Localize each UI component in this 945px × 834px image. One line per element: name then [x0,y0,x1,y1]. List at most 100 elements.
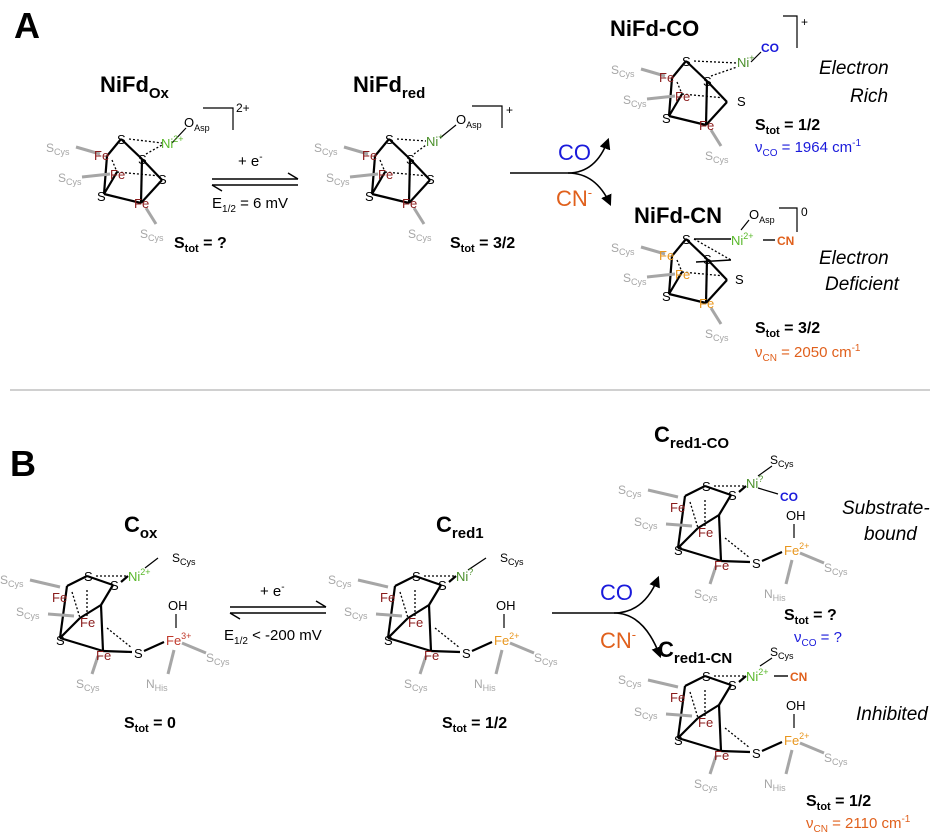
ni-label: Ni2+ [128,567,151,584]
cn-frequency: νCN = 2110 cm-1 [806,814,911,834]
spin-state: Stot = 3/2 [450,235,515,255]
spin-state: Stot = 3/2 [755,320,820,340]
scys-label: SCys [76,677,100,693]
reduction-electron-label: + e- [238,152,263,170]
s-label: S [737,94,746,109]
ni-label: Ni+ [737,53,755,70]
fe-label: Fe [699,118,714,133]
fe-label: Fe [670,690,685,705]
s-label: S [426,172,435,187]
cn-frequency: νCN = 2050 cm-1 [755,343,861,364]
s-label: S [682,54,691,69]
fe-label: Fe2+ [494,631,519,648]
s-label: S [703,252,712,267]
nifd-co-structure: NiFd-CO S S S S Fe Fe Fe Ni+ [610,15,889,165]
co-frequency: νCO = 1964 cm-1 [755,138,861,159]
scys-label: SCys [694,587,718,603]
c-red1-co-structure: Cred1-CO S [618,422,930,649]
s-label: S [56,633,65,648]
s-label: S [138,152,147,167]
fe-label: Fe [670,500,685,515]
oh-label: OH [786,508,806,523]
scys-label: SCys [206,651,230,667]
co-ligand: CO [761,41,779,55]
reduction-electron-label: + e- [260,582,285,600]
reduction-potential-label: E1/2 = 6 mV [212,195,288,215]
reduction-potential-label: E1/2 < -200 mV [224,627,322,647]
fe-label: Fe [96,648,111,663]
nifd-red-title: NiFdred [353,72,425,102]
oasp-label: OAsp [184,115,210,133]
s-label: S [385,132,394,147]
scys-label: SCys [634,515,658,531]
s-label: S [110,578,119,593]
fe-label: Fe [698,715,713,730]
scys-label: SCys [344,605,368,621]
s-label: S [702,669,711,684]
scys-label: SCys [408,227,432,243]
nifd-ox-structure: NiFdOx S S S S Fe Fe Fe [46,72,250,255]
scys-label: SCys [694,777,718,793]
scys-label: SCys [16,605,40,621]
scys-label: SCys [328,573,352,589]
charge-bracket [783,15,798,48]
scys-label: SCys [611,241,635,257]
substrate-bound-line2: bound [864,524,918,545]
fe-label: Fe2+ [784,541,809,558]
fe-label: Fe [110,167,125,182]
ni-label: Ni2+ [161,134,184,151]
scys-label: SCys [611,63,635,79]
fe-label: Fe [675,267,690,282]
scys-label: SCys [770,453,794,469]
reduction-arrow-b: + e- E1/2 < -200 mV [224,582,327,647]
scys-label: SCys [404,677,428,693]
reagent-cn: CN- [556,185,592,211]
fe-label: Fe [378,167,393,182]
scys-label: SCys [326,171,350,187]
nhis-label: NHis [764,777,786,793]
ni-label: Ni? [746,474,763,491]
fe-label: Fe [380,590,395,605]
s-label: S [662,289,671,304]
fe-label: Fe [134,196,149,211]
scys-label: SCys [705,327,729,343]
co-frequency: νCO = ? [794,629,842,649]
ni-label: Ni+ [426,132,444,149]
reagent-co: CO [600,580,633,605]
fe-label: Fe [362,148,377,163]
s-label: S [84,569,93,584]
c-red1-co-title: Cred1-CO [654,422,729,452]
fe-label: Fe [80,615,95,630]
s-label: S [384,633,393,648]
scys-label: SCys [824,561,848,577]
nifd-co-title: NiFd-CO [610,16,699,41]
s-label: S [682,232,691,247]
reagent-cn: CN- [600,627,636,653]
fe-label: Fe [714,748,729,763]
scys-label: SCys [172,551,196,567]
fe-label: Fe [659,248,674,263]
scys-label: SCys [534,651,558,667]
charge-bracket [203,107,234,130]
c-ox-title: Cox [124,512,158,542]
reagent-co: CO [558,140,591,165]
s-label: S [406,152,415,167]
c-red1-cn-title: Cred1-CN [658,637,732,667]
spin-state: Stot = 0 [124,715,176,735]
c-red1-title: Cred1 [436,512,484,542]
spin-state: Stot = 1/2 [755,117,820,137]
s-label: S [662,111,671,126]
electron-rich-line1: Electron [819,58,889,79]
scys-label: SCys [58,171,82,187]
s-label: S [117,132,126,147]
s-label: S [134,646,143,661]
reduction-arrow-a: + e- E1/2 = 6 mV [211,152,299,215]
s-label: S [158,172,167,187]
scys-label: SCys [618,673,642,689]
branch-arrows-b: CO CN- [552,575,663,659]
nifd-cn-structure: NiFd-CN S S S S Fe Fe [611,203,900,364]
panel-a-label: A [14,5,40,46]
charge-bracket [472,105,503,128]
spin-state: Stot = ? [784,607,837,627]
